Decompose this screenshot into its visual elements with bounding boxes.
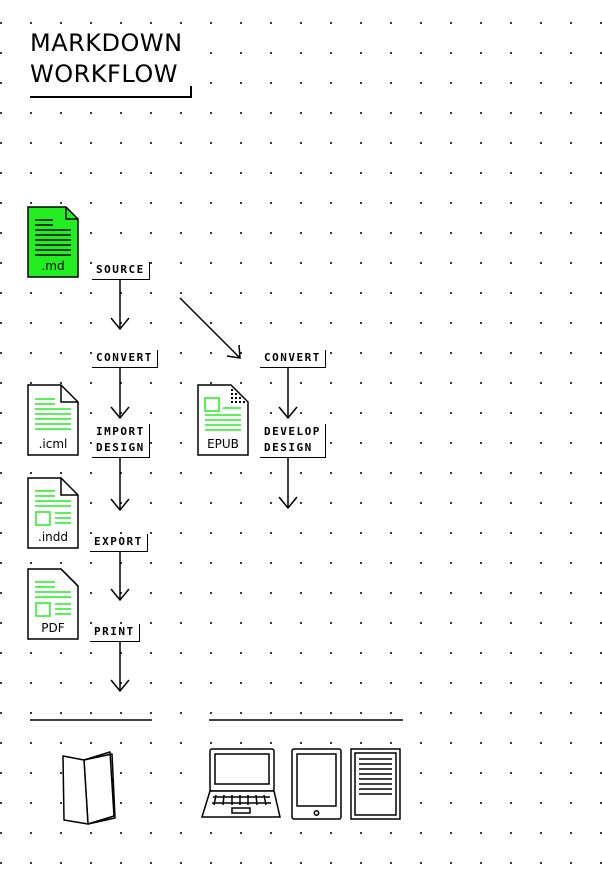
md-file-icon: .md	[27, 206, 79, 278]
step-convert-epub: CONVERT	[260, 350, 326, 368]
arrowhead-source-to-epub-convert	[226, 344, 241, 359]
arrowhead-import-to-export	[110, 498, 130, 512]
step-print: PRINT	[90, 624, 140, 642]
title-line-2: WORKFLOW	[30, 60, 178, 88]
arrow-source-to-epub-convert	[179, 297, 241, 359]
indd-file-label: .indd	[38, 530, 68, 544]
pdf-file-icon: PDF	[27, 568, 79, 640]
step-export-label: EXPORT	[94, 535, 143, 548]
step-import-line-1: IMPORT	[96, 425, 145, 438]
step-develop-line-1: DEVELOP	[264, 425, 321, 438]
step-convert-epub-label: CONVERT	[264, 351, 321, 364]
booklet-icon	[62, 751, 116, 825]
step-convert-print-label: CONVERT	[96, 351, 153, 364]
step-import-line-2: DESIGN	[96, 441, 145, 454]
epub-file-label: EPUB	[207, 437, 239, 451]
arrowhead-epub-convert-to-develop	[278, 406, 298, 420]
arrowhead-print-to-output	[110, 679, 130, 693]
ereader-icon	[350, 748, 401, 820]
tablet-icon	[291, 748, 342, 820]
laptop-icon	[200, 748, 281, 818]
step-print-label: PRINT	[94, 625, 135, 638]
diagram-title: MARKDOWN WORKFLOW	[30, 28, 192, 98]
step-import-design: IMPORT DESIGN	[92, 424, 150, 458]
step-convert-print: CONVERT	[92, 350, 158, 368]
icml-file-label: .icml	[38, 437, 68, 451]
step-develop-line-2: DESIGN	[264, 441, 313, 454]
md-file-label: .md	[41, 259, 65, 273]
indd-file-icon: .indd	[27, 477, 79, 549]
step-export: EXPORT	[90, 534, 148, 552]
arrowhead-develop-to-output	[278, 496, 298, 510]
step-source-label: SOURCE	[96, 263, 145, 276]
step-source: SOURCE	[92, 262, 150, 280]
icml-file-icon: .icml	[27, 384, 79, 456]
arrowhead-export-to-print	[110, 588, 130, 602]
pdf-file-label: PDF	[41, 621, 65, 635]
step-develop-design: DEVELOP DESIGN	[260, 424, 326, 458]
arrowhead-convert-to-import	[110, 406, 130, 420]
epub-file-icon: EPUB	[197, 384, 249, 456]
title-line-1: MARKDOWN	[30, 29, 183, 57]
arrowhead-source-to-convert	[110, 317, 130, 331]
